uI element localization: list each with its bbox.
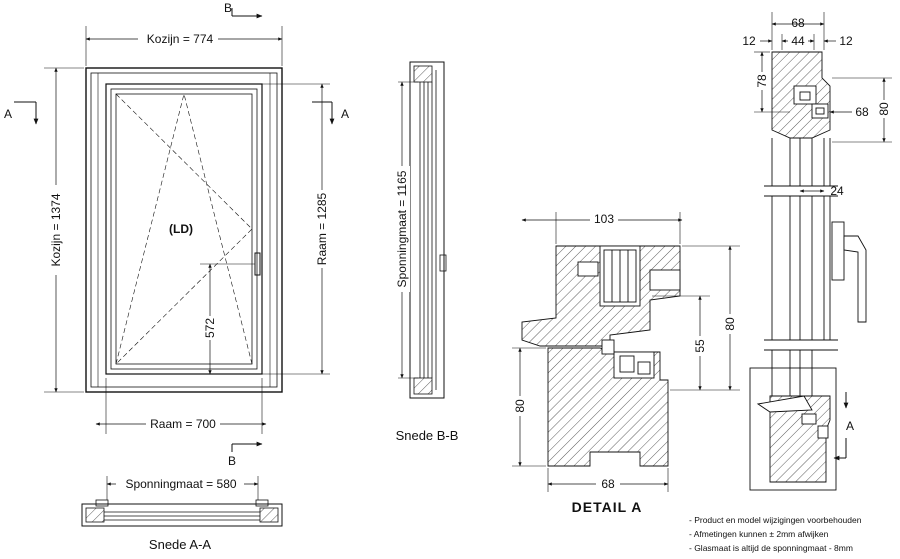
glass-outline xyxy=(115,93,253,365)
opening-type-label: (LD) xyxy=(169,222,193,236)
section-b-label-top: B xyxy=(224,1,232,15)
vs-dim-68-right-label: 68 xyxy=(855,105,869,119)
detail-a-drawing xyxy=(512,212,740,492)
vs-dim-24-label: 24 xyxy=(830,184,844,198)
section-a-label-right: A xyxy=(341,107,349,121)
detail-a-dim-bottom-label: 68 xyxy=(601,477,615,491)
vs-dim-68-label: 68 xyxy=(791,16,805,30)
vertical-section-drawing xyxy=(749,12,892,491)
detail-a-dim-right-label: 80 xyxy=(723,317,737,331)
vs-dim-44-label: 44 xyxy=(791,34,805,48)
opening-direction-lines xyxy=(115,93,253,365)
raam-outline xyxy=(105,83,263,375)
raam-width-label: Raam = 700 xyxy=(150,417,216,431)
handle-icon xyxy=(439,254,447,272)
raam-height-label: Raam = 1285 xyxy=(315,192,329,265)
section-bb-sponning-label: Sponningmaat = 1165 xyxy=(395,170,409,287)
vs-dim-78-label: 78 xyxy=(755,74,769,88)
handle-icon xyxy=(831,221,845,281)
detail-a-dim-mid-label: 55 xyxy=(693,339,707,353)
section-aa-sponning-label: Sponningmaat = 580 xyxy=(125,477,236,491)
vs-dim-12-right-label: 12 xyxy=(839,34,853,48)
handle-icon xyxy=(254,252,261,276)
section-bb-title: Snede B-B xyxy=(396,428,459,443)
section-bb-drawing xyxy=(398,61,447,399)
note-line: - Afmetingen kunnen ± 2mm afwijken xyxy=(689,529,829,539)
vs-dim-80-label: 80 xyxy=(877,102,891,116)
kozijn-outline xyxy=(85,67,283,393)
kozijn-width-label: Kozijn = 774 xyxy=(147,32,214,46)
kozijn-height-label: Kozijn = 1374 xyxy=(49,193,63,266)
kozijn-inner-line xyxy=(90,72,278,388)
detail-a-title: DETAIL A xyxy=(572,499,643,515)
note-line: - Glasmaat is altijd de sponningmaat - 8… xyxy=(689,543,853,553)
handle-height-label: 572 xyxy=(203,318,217,338)
raam-inner-line xyxy=(110,88,258,370)
section-a-label-left: A xyxy=(4,107,12,121)
detail-a-dim-top-label: 103 xyxy=(594,212,614,226)
note-line: - Product en model wijzigingen voorbehou… xyxy=(689,515,862,525)
vs-dim-12-left-label: 12 xyxy=(742,34,756,48)
vs-section-a-label: A xyxy=(846,419,854,433)
section-b-label-bottom: B xyxy=(228,454,236,468)
section-aa-title: Snede A-A xyxy=(149,537,211,552)
section-aa-drawing xyxy=(81,476,283,527)
handle-lever xyxy=(843,235,867,323)
detail-a-dim-left-label: 80 xyxy=(513,399,527,413)
